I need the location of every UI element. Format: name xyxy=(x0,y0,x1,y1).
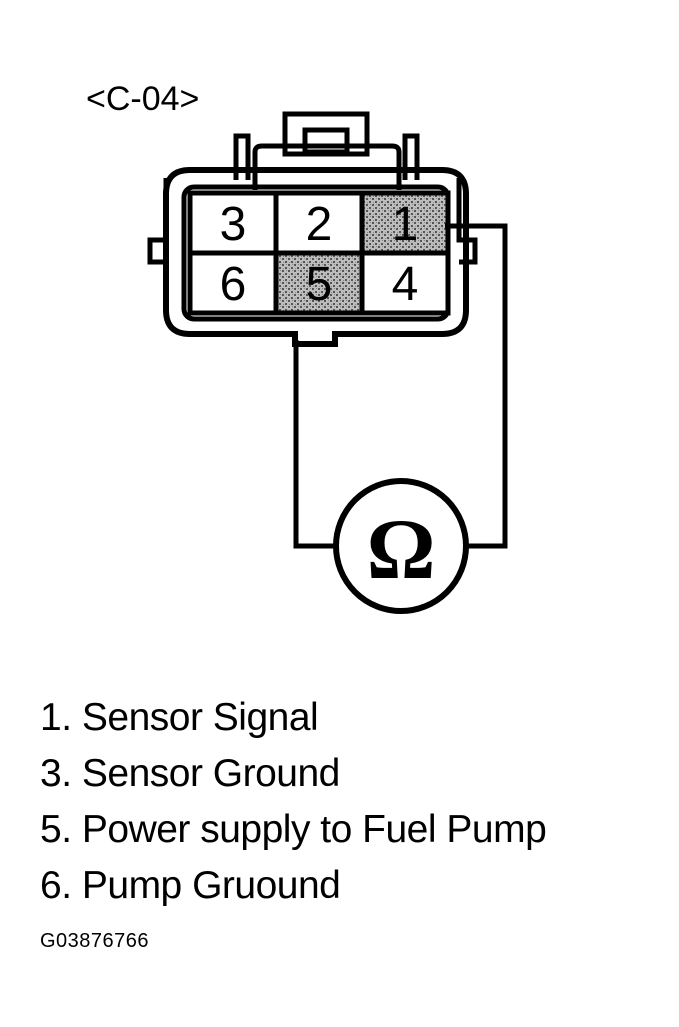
pin-cell-5: 5 xyxy=(273,250,365,316)
lead-pin-5 xyxy=(293,340,337,549)
figure-id: G03876766 xyxy=(40,930,150,952)
pin-cell-2: 2 xyxy=(273,190,365,256)
legend-item: 5. Power supply to Fuel Pump xyxy=(40,808,547,851)
pin-number: 3 xyxy=(220,198,247,251)
pin-number: 4 xyxy=(392,258,419,311)
pin-cell-3: 3 xyxy=(187,190,279,256)
legend-item: 6. Pump Gruound xyxy=(40,864,341,907)
pin-cell-6: 6 xyxy=(187,250,279,316)
connector-label: <C-04> xyxy=(86,80,199,118)
legend-item: 1. Sensor Signal xyxy=(40,696,319,739)
pin-cell-1: 1 xyxy=(359,190,451,256)
pin-legend: 1. Sensor Signal 3. Sensor Ground 5. Pow… xyxy=(40,690,547,914)
pin-number: 2 xyxy=(306,198,333,251)
connector-housing xyxy=(163,167,469,347)
connector-latch xyxy=(252,111,402,190)
pin-number: 6 xyxy=(220,258,247,311)
pin-number: 1 xyxy=(392,198,419,251)
test-leads xyxy=(293,223,508,549)
pin-number: 5 xyxy=(306,258,333,311)
legend-item: 3. Sensor Ground xyxy=(40,752,340,795)
lead-pin-1 xyxy=(445,223,508,549)
ohm-symbol: Ω xyxy=(367,501,436,597)
pin-cell-4: 4 xyxy=(359,250,451,316)
ohmmeter-icon: Ω xyxy=(333,478,469,614)
pin-grid: 1 2 3 4 5 6 xyxy=(187,190,451,316)
